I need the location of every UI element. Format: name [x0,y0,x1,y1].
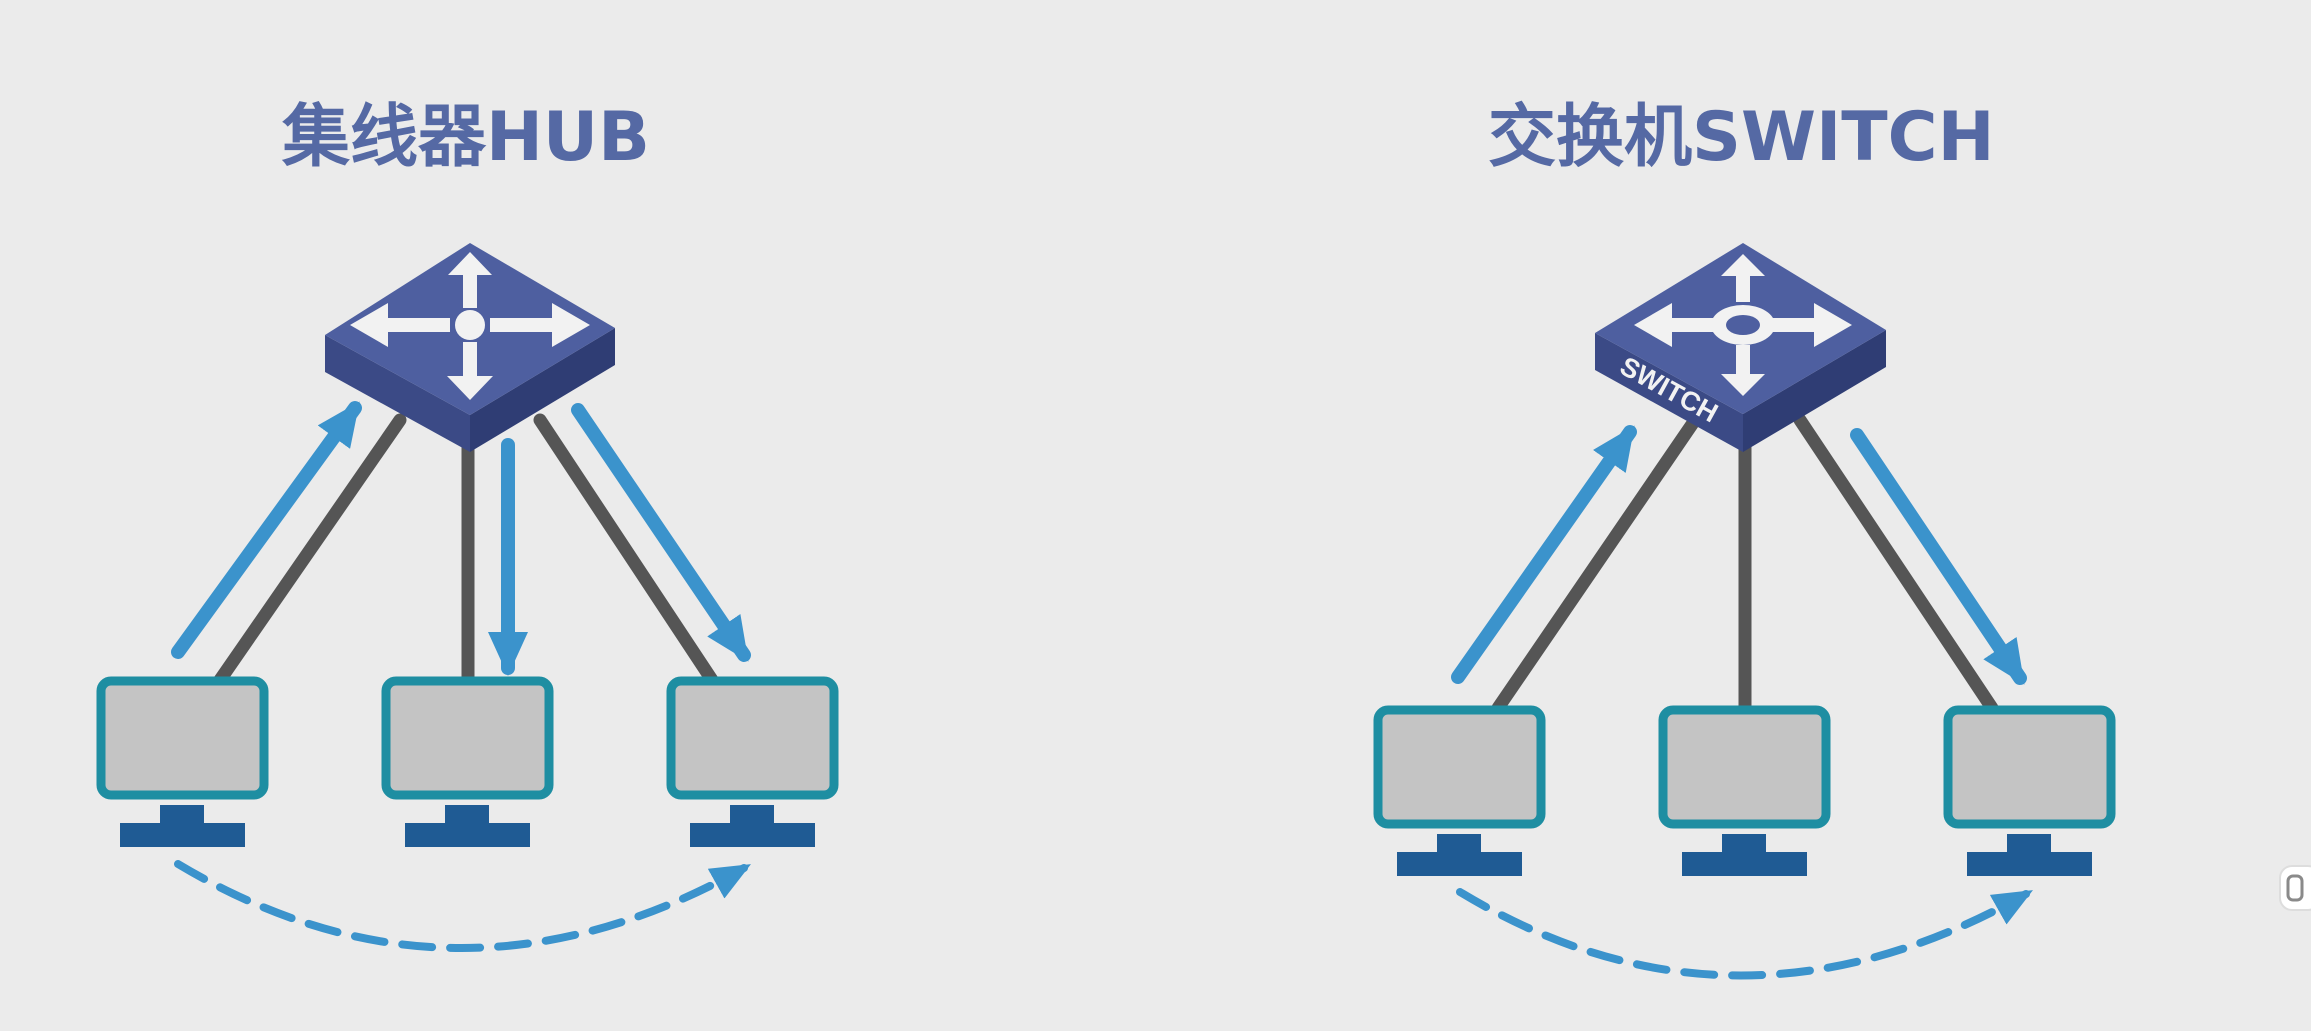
computer-monitor-icon [1658,705,1831,876]
switch-computer-left [1373,705,1546,876]
switch-icon: SWITCH [1595,243,1886,452]
hub-diagram [96,243,839,952]
hub-traffic-arrows [171,401,751,676]
overlay-control-icon[interactable] [2278,858,2311,918]
switch-diagram: SWITCH [1373,243,2116,980]
arrow-icon [1850,428,2027,685]
switch-computer-right [1943,705,2116,876]
hub-computer-left [96,676,269,847]
computer-monitor-icon [666,676,839,847]
hub-computer-middle [381,676,554,847]
computer-monitor-icon [1373,705,1546,876]
hub-cable-right [533,413,719,687]
hub-title: 集线器HUB [282,98,650,177]
switch-cable-left [1491,413,1702,715]
arrow-icon [571,403,751,662]
switch-unicast-arc [1456,888,2033,980]
hub-computer-right [666,676,839,847]
hub-broadcast-arc [174,860,751,952]
switch-traffic-arrows [1451,425,2027,685]
hub-icon [325,243,615,452]
switch-cable-right [1793,413,1999,715]
hub-cables [213,413,719,687]
computer-monitor-icon [381,676,554,847]
switch-computer-middle [1658,705,1831,876]
computer-monitor-icon [1943,705,2116,876]
switch-cables [1491,413,1999,715]
arrow-icon [171,401,362,659]
arrow-icon [1451,425,1637,684]
hub-cable-left [213,413,407,687]
computer-monitor-icon [96,676,269,847]
switch-title: 交换机SWITCH [1488,98,1995,177]
